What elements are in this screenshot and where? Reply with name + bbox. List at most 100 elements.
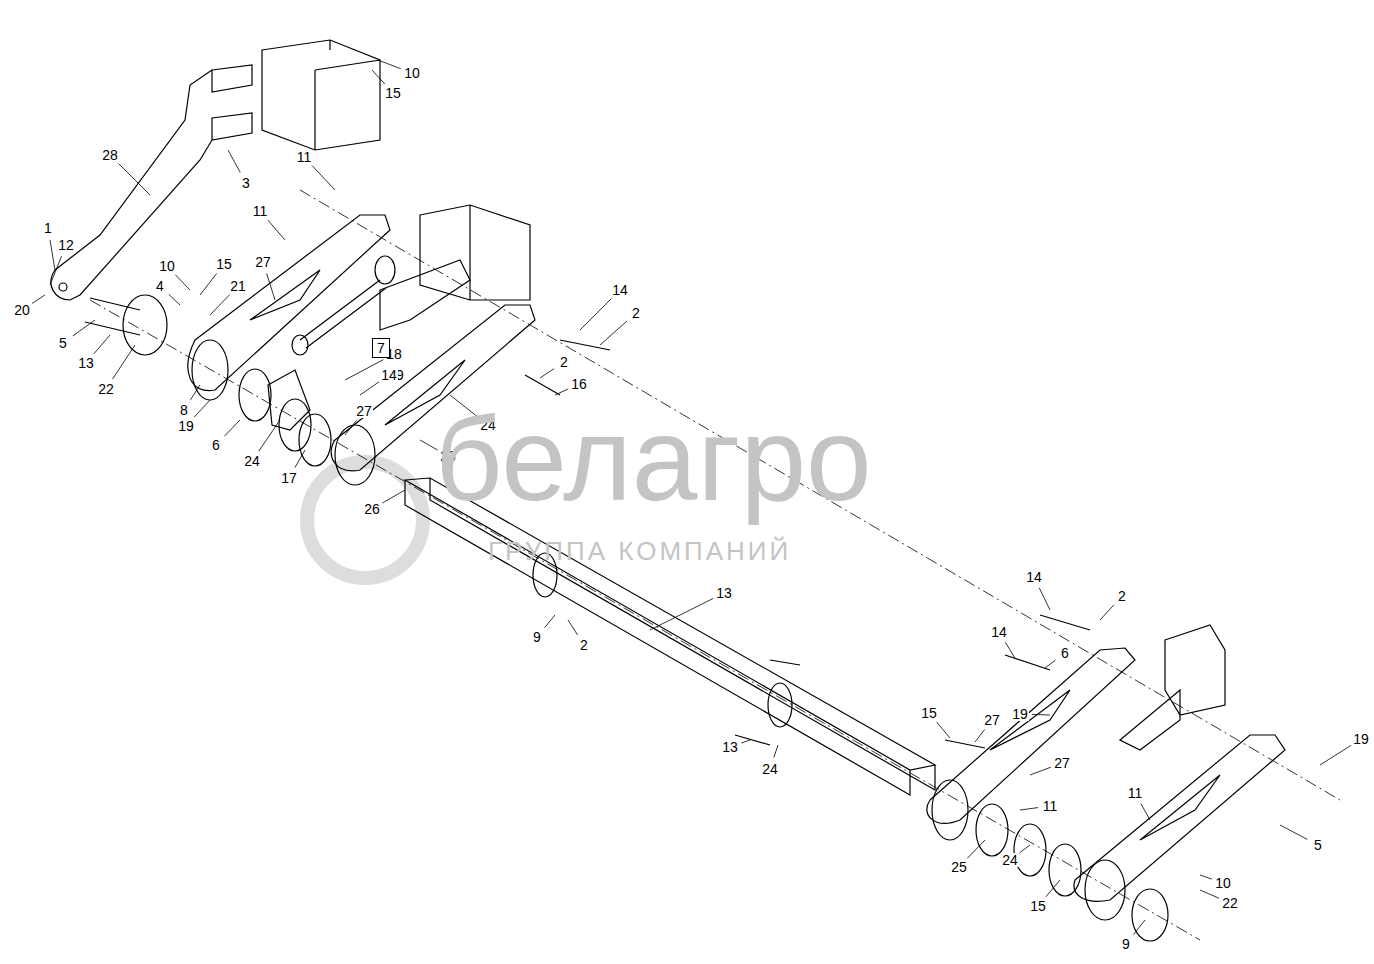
callout-number: 15 <box>384 86 402 100</box>
leader-line <box>540 369 554 378</box>
callout-number: 2 <box>559 355 569 369</box>
leader-line <box>420 440 438 450</box>
leader-line <box>372 70 385 84</box>
leader-line <box>1046 880 1060 897</box>
leader-line <box>568 620 578 635</box>
callout-number: 21 <box>229 279 247 293</box>
leader-line <box>937 722 950 738</box>
leader-line <box>345 360 383 380</box>
callout-number: 24 <box>1001 853 1019 867</box>
leader-line <box>268 220 285 240</box>
callout-number: 10 <box>403 66 421 80</box>
callout-number: 9 <box>532 630 542 644</box>
callout-number: 14 <box>380 368 398 382</box>
callout-number: 15 <box>1029 899 1047 913</box>
leader-line <box>600 321 627 345</box>
callout-number: 24 <box>761 762 779 776</box>
leader-line <box>774 745 778 758</box>
callout-number: 5 <box>58 336 68 350</box>
callout-number: 19 <box>177 419 195 433</box>
callout-number: 2 <box>1117 589 1127 603</box>
callout-number: 10 <box>1214 876 1232 890</box>
leader-line <box>741 740 750 743</box>
leader-line <box>1045 660 1055 668</box>
callout-number: 16 <box>570 377 588 391</box>
leader-line <box>228 150 240 172</box>
callout-number: 2 <box>631 306 641 320</box>
callout-number: 26 <box>363 502 381 516</box>
callout-number: 10 <box>158 259 176 273</box>
leader-line <box>345 420 357 435</box>
leader-line <box>312 166 335 190</box>
leader-line <box>967 840 985 858</box>
leader-line <box>378 60 401 69</box>
callout-number: 12 <box>57 238 75 252</box>
callout-number: 9 <box>1121 937 1131 951</box>
leader-line <box>210 295 230 315</box>
callout-number: 17 <box>280 471 298 485</box>
leader-line <box>259 420 280 451</box>
callout-number: 22 <box>1221 896 1239 910</box>
leader-line <box>113 345 135 379</box>
callout-number: 13 <box>715 586 733 600</box>
leader-line <box>1020 808 1038 810</box>
callout-number: 5 <box>1313 838 1323 852</box>
callout-number: 19 <box>1352 732 1370 746</box>
leader-line <box>50 256 62 285</box>
callout-number: 7 <box>377 340 385 356</box>
callout-number: 6 <box>211 438 221 452</box>
callout-number: 2 <box>579 638 589 652</box>
callout-number: 14 <box>990 625 1008 639</box>
callout-number: 28 <box>101 148 119 162</box>
leader-line <box>1005 642 1015 658</box>
leader-line <box>1030 767 1051 775</box>
leader-line <box>1280 825 1307 839</box>
callout-number: 27 <box>1053 756 1071 770</box>
callout-number: 14 <box>611 283 629 297</box>
leader-line <box>1032 714 1050 716</box>
callout-box: 7 <box>372 338 390 358</box>
leader-line <box>50 240 55 270</box>
callout-number: 14 <box>1025 570 1043 584</box>
leader-line <box>1320 745 1351 765</box>
leader-line <box>650 598 713 630</box>
leader-line <box>190 385 200 400</box>
callout-number: 27 <box>983 713 1001 727</box>
leader-line <box>1200 890 1219 898</box>
leader-line <box>580 298 612 330</box>
callout-number: 13 <box>721 740 739 754</box>
watermark-subtitle: ГРУППА КОМПАНИЙ <box>488 538 791 564</box>
callout-number: 13 <box>77 356 95 370</box>
leader-line <box>382 490 405 503</box>
callout-number: 27 <box>355 404 373 418</box>
leader-line <box>1200 875 1212 879</box>
watermark: белагро <box>435 400 872 518</box>
leader-line <box>1020 845 1030 853</box>
leader-line <box>175 275 190 290</box>
callout-number: 6 <box>1060 646 1070 660</box>
callout-number: 11 <box>252 204 269 218</box>
leader-line <box>94 335 110 354</box>
leader-line <box>73 320 95 336</box>
callout-number: 8 <box>179 403 189 417</box>
leader-line <box>194 400 210 417</box>
callout-number: 4 <box>155 279 165 293</box>
callout-number: 27 <box>254 255 272 269</box>
callout-number: 20 <box>13 303 31 317</box>
callout-number: 11 <box>296 150 313 164</box>
leader-line <box>975 729 985 742</box>
callout-number: 15 <box>215 257 233 271</box>
leader-line <box>1141 803 1150 820</box>
leader-line <box>295 450 305 468</box>
callout-number: 22 <box>97 382 115 396</box>
callout-number: 25 <box>950 860 968 874</box>
callout-number: 24 <box>243 454 261 468</box>
callout-number: 15 <box>920 706 938 720</box>
callout-number: 3 <box>241 176 251 190</box>
leader-line <box>1133 920 1145 935</box>
leader-line <box>545 615 555 628</box>
leader-line <box>169 294 180 305</box>
leader-line <box>267 273 275 300</box>
leader-line <box>1039 588 1050 610</box>
